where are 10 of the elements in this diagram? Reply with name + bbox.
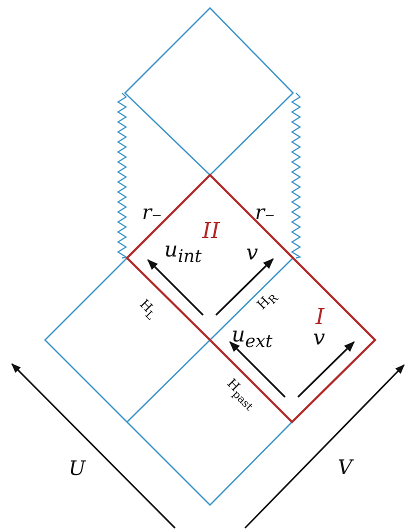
- coordinate-label: v: [246, 242, 258, 264]
- coordinate-label: v: [313, 328, 325, 348]
- axis-label: U: [68, 458, 86, 478]
- region-label: I: [316, 307, 324, 329]
- region-label: II: [202, 221, 220, 243]
- coordinate-label: r₋: [142, 202, 162, 222]
- coordinate-label: u$_{ext}$: [232, 324, 272, 352]
- coordinate-label: u$_{int}$: [164, 240, 202, 266]
- axis-label: V: [338, 457, 352, 477]
- coordinate-label: r₋: [254, 202, 276, 222]
